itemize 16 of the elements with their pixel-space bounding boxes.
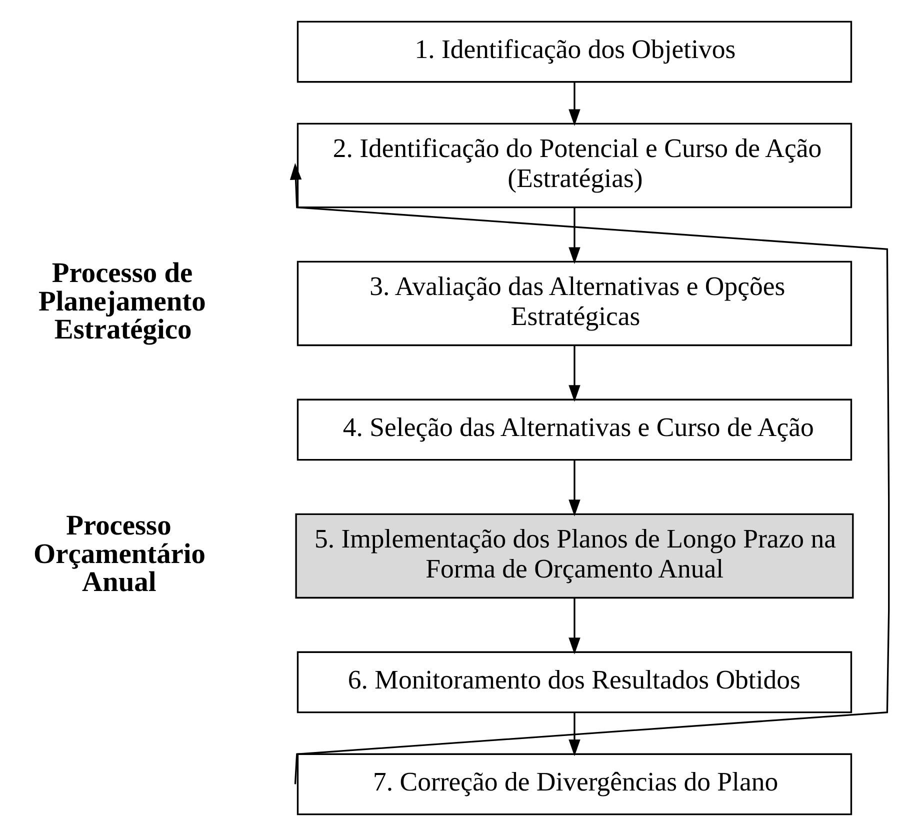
arrow	[568, 459, 580, 516]
arrow	[568, 597, 580, 654]
label: Processo Orçamentário Anual	[34, 510, 206, 598]
arrow	[568, 712, 580, 756]
arrow	[290, 162, 890, 784]
node-box: 7. Correção de Divergências do Plano	[296, 752, 852, 815]
node-box: 6. Monitoramento dos Resultados Obtidos	[296, 650, 852, 713]
arrow	[568, 207, 580, 264]
label: Processo de Planejamento Estratégico	[38, 257, 206, 346]
node-box: 3. Avaliação das Alternativas e Opções Estratégicas	[296, 260, 852, 346]
arrow	[568, 82, 580, 126]
arrow	[568, 344, 580, 402]
node-box: 5. Implementação dos Planos de Longo Prazo na Forma de Orçamento Anual	[295, 512, 854, 598]
node-box: 1. Identificação dos Objetivos	[296, 20, 852, 82]
node-box: 2. Identificação do Potencial e Curso de Ação (Estratégias)	[296, 122, 852, 208]
node-box: 4. Seleção das Alternativas e Curso de Ação	[296, 398, 852, 460]
